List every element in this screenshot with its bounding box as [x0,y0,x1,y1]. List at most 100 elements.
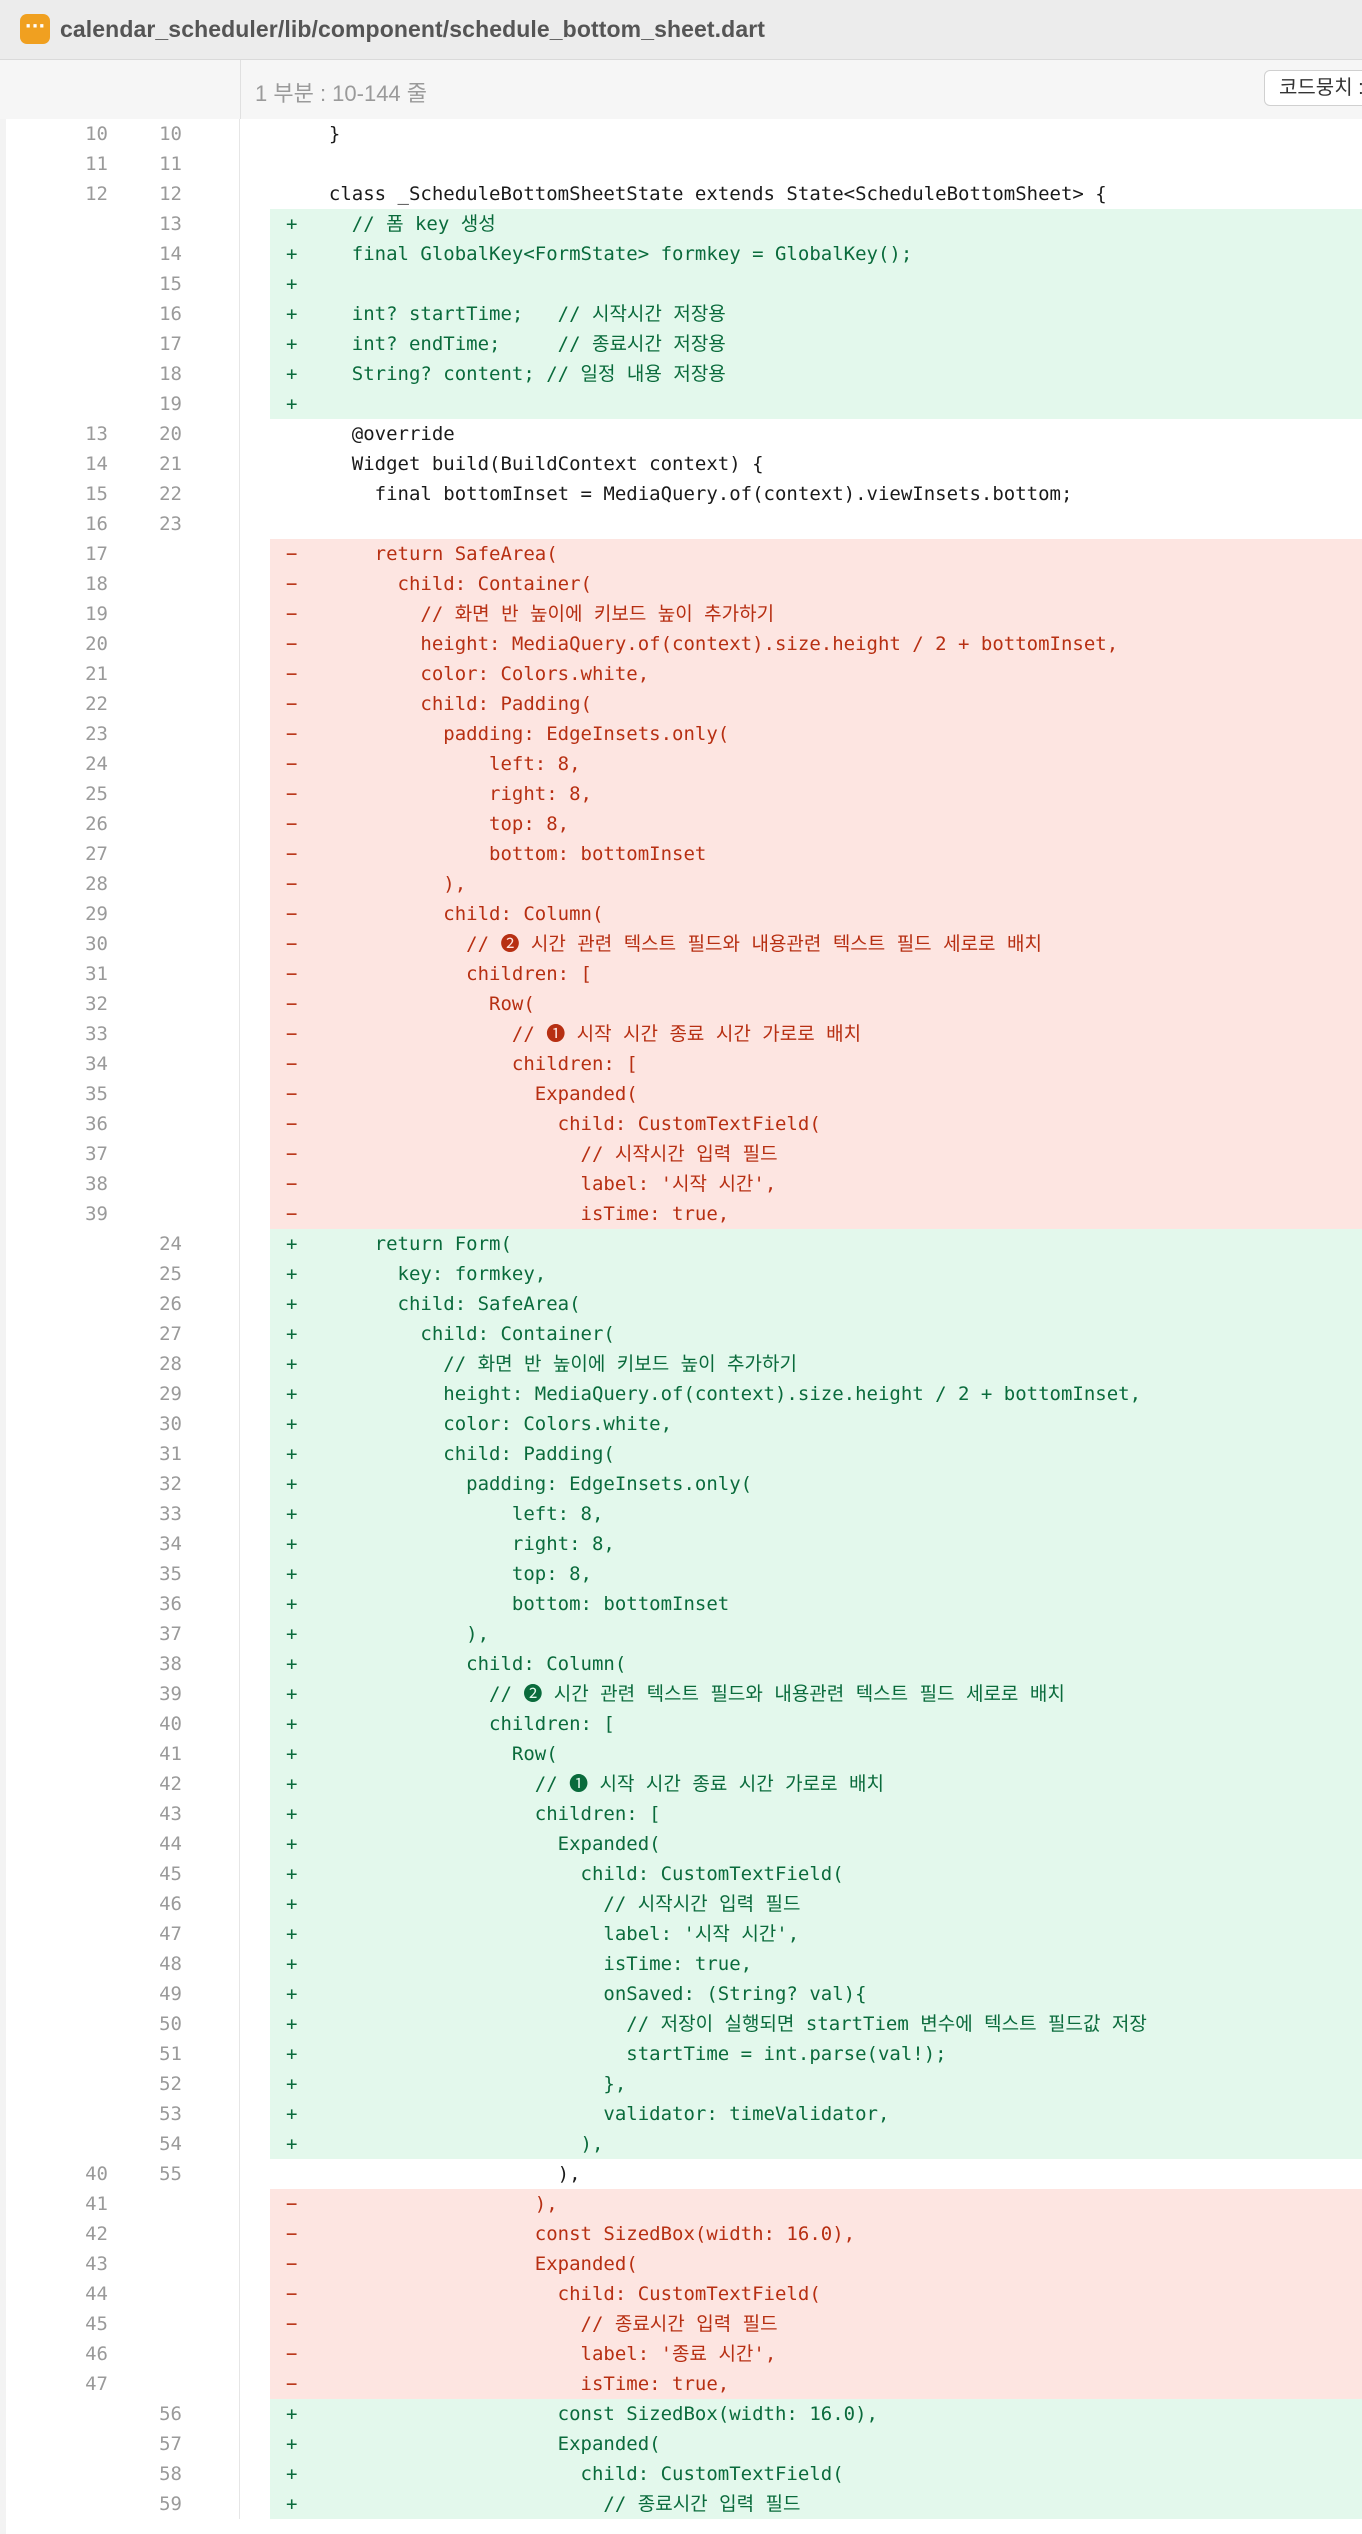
line-number-gutter: 27 [6,839,240,869]
diff-marker: − [286,933,298,955]
line-number-gutter: 35 [6,1559,240,1589]
line-number-gutter: 42 [6,2219,240,2249]
code-text: startTime = int.parse(val!); [306,2043,947,2065]
code-background [270,1259,1362,1289]
diff-marker: − [286,1113,298,1135]
line-number-gutter: 57 [6,2429,240,2459]
new-line-number: 10 [159,123,182,145]
new-line-number: 16 [159,303,182,325]
code-text: Expanded( [306,1833,661,1855]
line-number-gutter: 22 [6,689,240,719]
diff-marker: + [286,1893,298,1915]
old-line-number: 38 [85,1173,108,1195]
diff-marker: − [286,663,298,685]
line-number-gutter: 36 [6,1109,240,1139]
diff-line-added: 37+ ), [6,1619,1362,1649]
diff-marker: + [286,2103,298,2125]
code-background [270,629,1362,659]
line-number-gutter: 53 [6,2099,240,2129]
code-text: int? startTime; // 시작시간 저장용 [306,303,726,325]
new-line-number: 14 [159,243,182,265]
diff-line-added: 24+ return Form( [6,1229,1362,1259]
new-line-number: 39 [159,1683,182,1705]
line-number-gutter: 13 [6,209,240,239]
diff-line-removed: 38− label: '시작 시간', [6,1169,1362,1199]
diff-line-removed: 37− // 시작시간 입력 필드 [6,1139,1362,1169]
diff-marker: + [286,363,298,385]
code-background [270,239,1362,269]
code-background [270,869,1362,899]
old-line-number: 13 [85,423,108,445]
code-text: onSaved: (String? val){ [306,1983,867,2005]
code-background [270,2429,1362,2459]
menu-dots-icon[interactable]: ··· [20,14,50,44]
code-background [270,1799,1362,1829]
code-background [270,209,1362,239]
code-background [270,2099,1362,2129]
code-text: padding: EdgeInsets.only( [306,1473,753,1495]
diff-marker: + [286,1593,298,1615]
code-background [270,2399,1362,2429]
code-background [270,1289,1362,1319]
code-chunk-button[interactable]: 코드뭉치 : [1264,70,1362,106]
old-line-number: 30 [85,933,108,955]
code-text: children: [ [306,1803,661,1825]
code-text: color: Colors.white, [306,663,650,685]
old-line-number: 44 [85,2283,108,2305]
line-number-gutter: 34 [6,1529,240,1559]
old-line-number: 25 [85,783,108,805]
new-line-number: 13 [159,213,182,235]
diff-line-removed: 39− isTime: true, [6,1199,1362,1229]
diff-marker: − [286,2373,298,2395]
new-line-number: 25 [159,1263,182,1285]
diff-marker: − [286,993,298,1015]
diff-line-removed: 30− // ❷ 시간 관련 텍스트 필드와 내용관련 텍스트 필드 세로로 배… [6,929,1362,959]
diff-line-removed: 23− padding: EdgeInsets.only( [6,719,1362,749]
line-number-gutter: 45 [6,2309,240,2339]
code-text: top: 8, [306,1563,592,1585]
diff-marker: + [286,1983,298,2005]
old-line-number: 47 [85,2373,108,2395]
code-background [270,2369,1362,2399]
diff-line-added: 44+ Expanded( [6,1829,1362,1859]
diff-line-removed: 22− child: Padding( [6,689,1362,719]
line-number-gutter: 52 [6,2069,240,2099]
diff-marker: + [286,2013,298,2035]
diff-marker: + [286,2463,298,2485]
code-text: label: '종료 시간', [306,2343,777,2365]
code-background [270,359,1362,389]
code-text: right: 8, [306,1533,615,1555]
diff-marker: + [286,1803,298,1825]
diff-line-removed: 46− label: '종료 시간', [6,2339,1362,2369]
line-number-gutter: 33 [6,1019,240,1049]
diff-line-added: 32+ padding: EdgeInsets.only( [6,1469,1362,1499]
diff-marker: − [286,2253,298,2275]
code-background [270,899,1362,929]
new-line-number: 54 [159,2133,182,2155]
new-line-number: 58 [159,2463,182,2485]
diff-marker: − [286,873,298,895]
old-line-number: 24 [85,753,108,775]
new-line-number: 11 [159,153,182,175]
diff-marker: − [286,2343,298,2365]
code-text: left: 8, [306,753,581,775]
code-text: const SizedBox(width: 16.0), [306,2223,856,2245]
old-line-number: 14 [85,453,108,475]
line-number-gutter: 56 [6,2399,240,2429]
diff-marker: + [286,1533,298,1555]
diff-marker: + [286,1383,298,1405]
code-background [270,2219,1362,2249]
code-background [270,1199,1362,1229]
diff-line-added: 16+ int? startTime; // 시작시간 저장용 [6,299,1362,329]
line-number-gutter: 58 [6,2459,240,2489]
line-number-gutter: 32 [6,1469,240,1499]
code-text: Expanded( [306,2253,638,2275]
code-background [270,809,1362,839]
code-background [270,1649,1362,1679]
diff-marker: − [286,543,298,565]
new-line-number: 52 [159,2073,182,2095]
code-text: Expanded( [306,1083,638,1105]
